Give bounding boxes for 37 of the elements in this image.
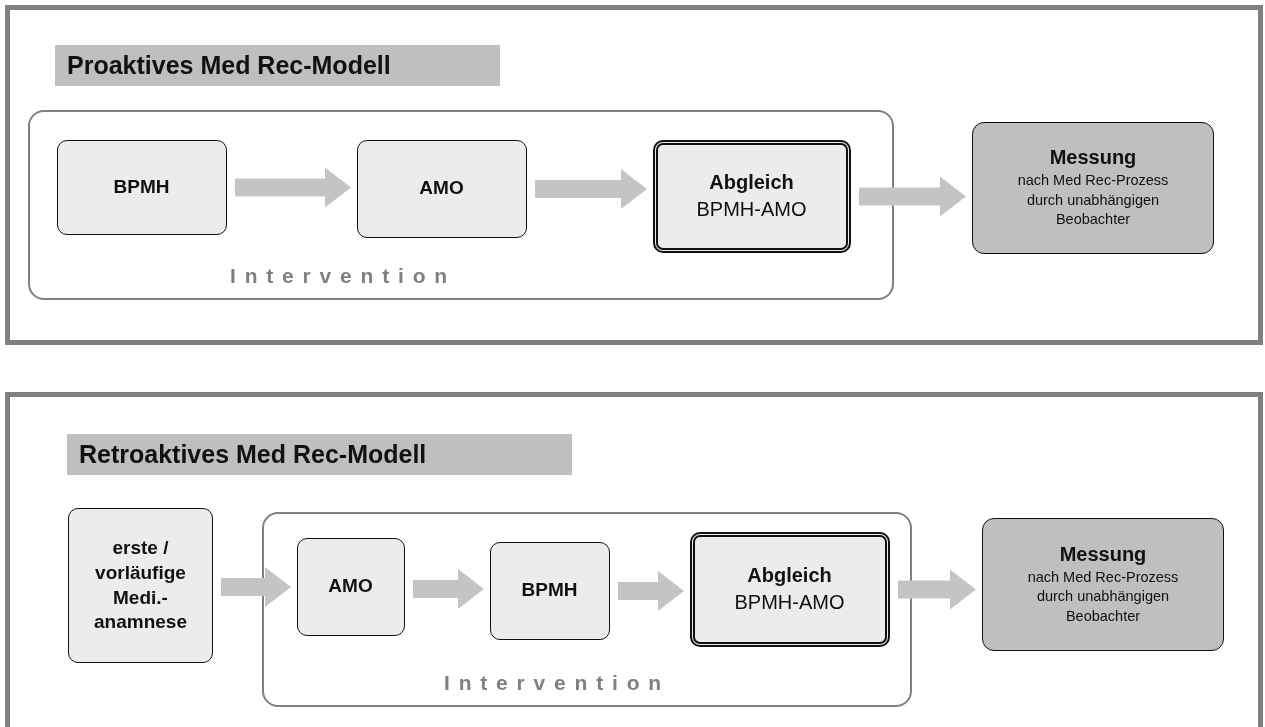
- process-box: [56, 139, 227, 235]
- title-band: Proaktives Med Rec-Modell: [55, 45, 500, 86]
- group-label: Intervention: [444, 671, 671, 695]
- block-arrow: [618, 571, 684, 611]
- block-arrow: [235, 167, 351, 208]
- process-box: [296, 537, 405, 636]
- group-frame: [28, 110, 894, 300]
- panel-frame: [5, 5, 1263, 345]
- box-description: nach Med Rec-Prozess durch unabhängigen Beobachter: [1026, 567, 1180, 626]
- block-arrow: [535, 169, 647, 209]
- block-arrow: [221, 567, 291, 607]
- box-label: AMO: [328, 574, 373, 599]
- box-label: BPMH: [113, 174, 170, 199]
- result-box: [982, 518, 1224, 651]
- box-heading: Messung: [1049, 146, 1137, 170]
- group-label: Intervention: [230, 264, 457, 288]
- block-arrow: [898, 569, 976, 610]
- group-frame: [262, 512, 912, 707]
- result-box: [972, 122, 1214, 254]
- process-box: [68, 508, 213, 663]
- box-label: BPMH-AMO: [734, 591, 845, 614]
- box-label: erste / vorläufige Medi.- anamnese: [93, 536, 188, 635]
- box-heading: Abgleich: [747, 564, 832, 587]
- process-box: [489, 541, 610, 640]
- box-heading: Messung: [1059, 542, 1147, 566]
- block-arrow: [859, 176, 966, 217]
- box-label: BPMH-AMO: [696, 198, 807, 221]
- block-arrow: [413, 569, 484, 609]
- box-heading: Abgleich: [709, 171, 794, 194]
- box-label: BPMH: [521, 578, 578, 603]
- box-description: nach Med Rec-Prozess durch unabhängigen Beobachter: [1016, 171, 1170, 230]
- panel-frame: [5, 392, 1263, 727]
- process-box: [689, 531, 890, 647]
- process-box: [652, 139, 851, 253]
- process-box: [356, 139, 527, 238]
- box-label: AMO: [419, 176, 464, 201]
- title-band: Retroaktives Med Rec-Modell: [67, 434, 572, 475]
